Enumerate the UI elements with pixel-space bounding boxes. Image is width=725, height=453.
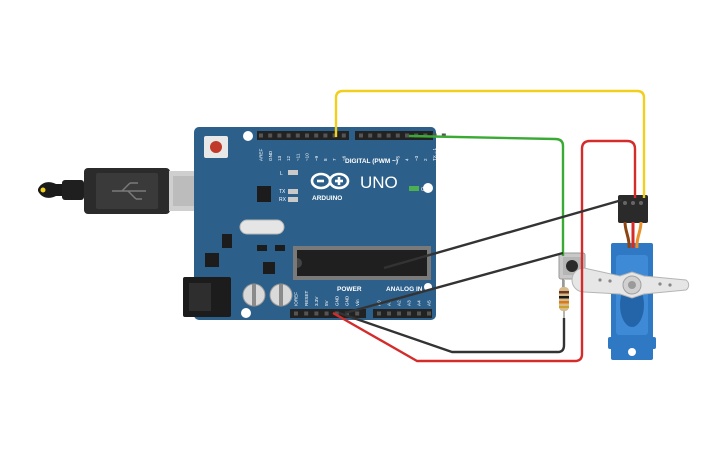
pin-labels: AREF GND 13 12 ~11 ~10 ~9 8 7 ~6 ~5 4 ~3 2 TX→1 RX←0IOR…: [259, 147, 447, 306]
pin-hole[interactable]: [324, 311, 329, 316]
pin-label: RESET: [304, 290, 309, 306]
pin-hole[interactable]: [359, 133, 363, 138]
led-rx: [288, 197, 298, 202]
pin-hole[interactable]: [332, 133, 337, 138]
wire-green-button[interactable]: [408, 134, 565, 256]
pin-label: 2: [423, 158, 428, 161]
pin-label: ~9: [314, 155, 319, 161]
led-on-label: ON: [421, 187, 429, 193]
pin-label: ~6: [341, 155, 346, 161]
pin-label: IOREF: [294, 292, 299, 306]
pin-label: GND: [345, 295, 350, 306]
usb-symbol-icon: [112, 182, 146, 200]
wire-red-5v[interactable]: [332, 139, 637, 363]
power-header-label: POWER: [337, 286, 362, 293]
model-label: UNO: [360, 173, 398, 192]
pin-label: ~3: [414, 155, 419, 161]
pin-label: 13: [277, 155, 282, 161]
mounting-hole: [628, 348, 636, 356]
regulator-chip: [205, 253, 219, 267]
pin-label: AREF: [259, 149, 264, 161]
pin-hole[interactable]: [395, 133, 400, 138]
pin-label: Vin: [355, 299, 360, 306]
analog-header[interactable]: [373, 309, 432, 318]
pin-hole[interactable]: [405, 133, 409, 138]
arduino-infinity-logo: [310, 172, 350, 190]
pin-hole[interactable]: [386, 133, 391, 138]
pin-hole[interactable]: [341, 133, 346, 138]
pin-hole[interactable]: [286, 133, 291, 138]
pin-label: A2: [397, 300, 402, 306]
pin-label: ~10: [305, 153, 310, 161]
servo-screw-icon: [628, 281, 636, 289]
pin-label: 4: [405, 158, 410, 161]
pin-hole[interactable]: [314, 133, 319, 138]
pin-label: A1: [387, 300, 392, 306]
pin-label: A4: [417, 300, 422, 306]
pin-hole[interactable]: [441, 133, 446, 138]
pin-hole[interactable]: [294, 311, 298, 316]
pin-hole[interactable]: [407, 311, 411, 316]
pin-hole[interactable]: [323, 133, 328, 138]
brand-label: ARDUINO: [312, 195, 342, 202]
pin-hole[interactable]: [304, 311, 309, 316]
pin-hole[interactable]: [268, 133, 273, 138]
pin-hole[interactable]: [397, 311, 401, 316]
pin-hole[interactable]: [387, 311, 391, 316]
arduino-uno-board[interactable]: L TX RX ON ARDUINO UNO DIGITAL (PWM ~) P…: [183, 127, 446, 320]
led-tx: [288, 189, 298, 194]
pin-hole[interactable]: [305, 133, 309, 138]
pin-label: 5V: [324, 299, 329, 306]
pin-label: ~5: [395, 155, 400, 161]
led-l: [288, 170, 298, 175]
servo-connector[interactable]: [618, 195, 648, 223]
reset-button-cap[interactable]: [210, 141, 222, 153]
usb-tip-icon: [40, 187, 46, 193]
mounting-hole: [423, 183, 433, 193]
mounting-hole: [243, 131, 253, 141]
crystal-oscillator: [239, 219, 285, 235]
pin-hole[interactable]: [295, 133, 300, 138]
digital-header-label: DIGITAL (PWM ~): [345, 158, 398, 165]
atmega-chip: [297, 250, 427, 276]
usb-chip: [257, 186, 271, 202]
pin-hole[interactable]: [355, 311, 360, 316]
pin-label: 8: [323, 158, 328, 161]
pin-label: A5: [427, 300, 432, 306]
pin-label: 3.3V: [314, 296, 319, 306]
pin-label: TX→1: [432, 148, 437, 161]
servo-motor[interactable]: [571, 195, 690, 360]
pin-hole[interactable]: [334, 311, 339, 316]
pin-label: 12: [286, 155, 291, 161]
pin-hole[interactable]: [417, 311, 421, 316]
servo-horn[interactable]: [571, 267, 690, 299]
resistor[interactable]: [559, 280, 569, 319]
wire-black-gnd[interactable]: [338, 198, 623, 354]
pin-hole[interactable]: [259, 133, 263, 138]
led-on: [409, 186, 419, 191]
led-l-label: L: [280, 171, 283, 177]
pin-hole[interactable]: [377, 133, 382, 138]
pin-label: A3: [407, 300, 412, 306]
led-rx-label: RX: [279, 197, 287, 203]
digital-header-left[interactable]: [257, 131, 349, 140]
mounting-hole: [241, 308, 251, 318]
led-tx-label: TX: [279, 189, 286, 195]
wire-yellow-signal[interactable]: [334, 89, 646, 198]
pin-hole[interactable]: [427, 311, 431, 316]
pin-hole[interactable]: [277, 133, 282, 138]
pin-label: RX←0: [441, 147, 446, 161]
small-chip: [263, 262, 275, 274]
pushbutton-cap[interactable]: [566, 260, 578, 272]
pin-label: 7: [332, 158, 337, 161]
pin-hole[interactable]: [368, 133, 373, 138]
digital-header-right[interactable]: [355, 131, 433, 140]
pin-label: GND: [268, 150, 273, 161]
pin-label: ~11: [295, 153, 300, 161]
pin-label: GND: [334, 295, 339, 306]
pin-hole[interactable]: [314, 311, 319, 316]
analog-header-label: ANALOG IN: [386, 286, 423, 293]
pin-hole[interactable]: [377, 311, 381, 316]
